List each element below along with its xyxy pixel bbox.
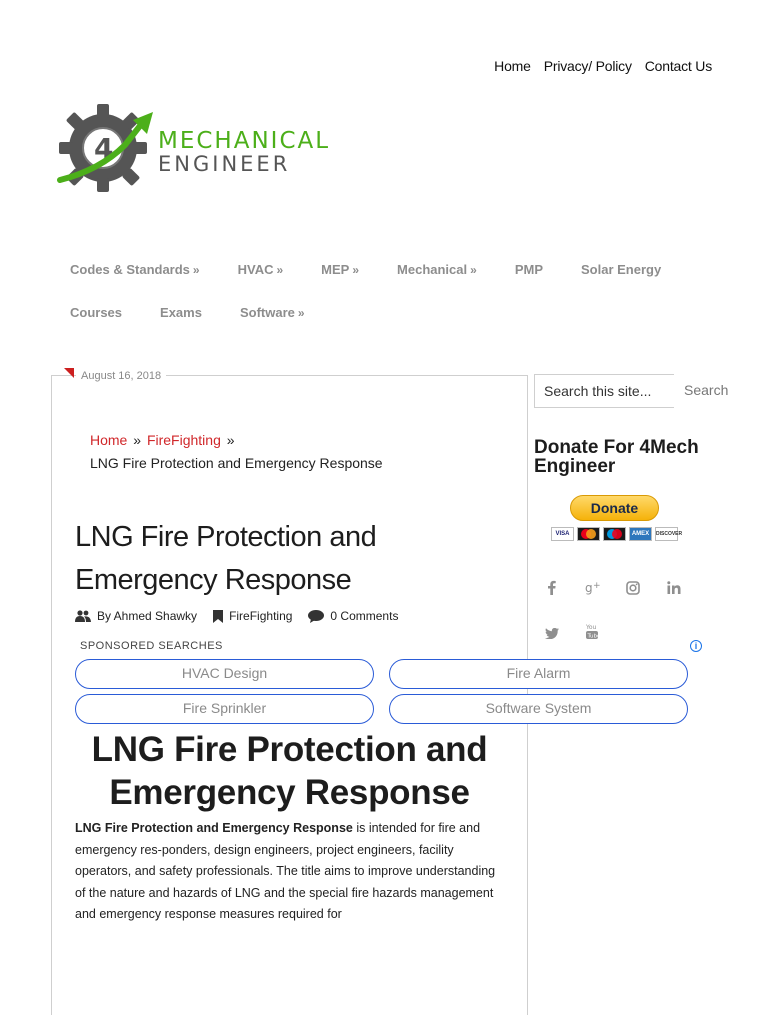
donate-heading: Donate For 4Mech Engineer (534, 437, 699, 477)
sponsored-label: SPONSORED SEARCHES (80, 640, 223, 652)
twitter-icon[interactable] (545, 626, 559, 642)
logo-line2: ENGINEER (158, 152, 291, 176)
linkedin-icon[interactable] (667, 581, 681, 597)
post-comments[interactable]: 0 Comments (330, 609, 399, 623)
svg-text:You: You (585, 624, 597, 631)
search-button[interactable]: Search (684, 382, 729, 398)
menu-row-1: Codes & Standards» HVAC» MEP» Mechanical… (70, 248, 710, 291)
post-title: LNG Fire Protection and Emergency Respon… (75, 521, 377, 596)
google-plus-icon[interactable]: g+ (585, 580, 601, 598)
breadcrumb-separator: » (226, 432, 235, 448)
post-category[interactable]: FireFighting (229, 609, 293, 623)
breadcrumb-home[interactable]: Home (90, 432, 128, 448)
instagram-icon[interactable] (626, 581, 640, 598)
logo-wordmark: MECHANICAL ENGINEER (158, 130, 330, 175)
breadcrumb-current: LNG Fire Protection and Emergency Respon… (90, 455, 383, 471)
amex-icon: AMEX (629, 527, 652, 541)
ad-pill-hvac-design[interactable]: HVAC Design (75, 659, 374, 689)
breadcrumb: Home » FireFighting » LNG Fire Protectio… (90, 429, 420, 475)
article-body-text: is intended for fire and emergency res-p… (75, 821, 496, 922)
menu-item-hvac[interactable]: HVAC» (237, 262, 284, 277)
chevron-right-icon: » (470, 263, 477, 277)
site-logo[interactable]: 4 MECHANICAL ENGINEER (55, 100, 375, 198)
menu-row-2: Courses Exams Software» (70, 291, 710, 334)
svg-text:Tube: Tube (587, 633, 600, 639)
payment-cards: VISA AMEX DISCOVER (551, 527, 682, 541)
bookmark-icon (213, 609, 224, 623)
menu-item-mechanical[interactable]: Mechanical» (397, 262, 477, 277)
svg-text:g: g (585, 581, 593, 595)
ad-pill-fire-alarm[interactable]: Fire Alarm (389, 659, 688, 689)
chevron-right-icon: » (352, 263, 360, 277)
comment-icon (308, 609, 325, 623)
discover-icon: DISCOVER (655, 527, 682, 541)
chevron-right-icon: » (297, 306, 305, 320)
menu-item-courses[interactable]: Courses (70, 305, 123, 320)
svg-text:+: + (593, 581, 601, 591)
maestro-icon (603, 527, 626, 541)
search-input[interactable]: Search this site... (534, 374, 674, 408)
breadcrumb-separator: » (133, 432, 142, 448)
post-meta: By Ahmed Shawky FireFighting 0 Comments (75, 609, 398, 623)
mastercard-icon (577, 527, 600, 541)
chevron-right-icon: » (276, 263, 284, 277)
facebook-icon[interactable] (547, 580, 556, 598)
post-author[interactable]: By Ahmed Shawky (97, 609, 198, 623)
content-title: LNG Fire Protection and Emergency Respon… (91, 730, 488, 812)
post-date: August 16, 2018 (76, 370, 167, 382)
top-nav: Home Privacy/ Policy Contact Us (494, 58, 712, 74)
ad-pill-software-system[interactable]: Software System (389, 694, 688, 724)
gear-logo-icon: 4 (57, 104, 153, 192)
top-nav-contact-us[interactable]: Contact Us (644, 58, 712, 74)
menu-item-codes-standards[interactable]: Codes & Standards» (70, 262, 200, 277)
top-nav-home[interactable]: Home (494, 58, 531, 74)
visa-icon: VISA (551, 527, 574, 541)
users-icon (75, 610, 91, 622)
menu-item-mep[interactable]: MEP» (321, 262, 360, 277)
breadcrumb-category[interactable]: FireFighting (146, 432, 221, 448)
article-body: LNG Fire Protection and Emergency Respon… (75, 818, 505, 926)
chevron-right-icon: » (192, 263, 200, 277)
top-nav-privacy-policy[interactable]: Privacy/ Policy (543, 58, 632, 74)
ad-pill-fire-sprinkler[interactable]: Fire Sprinkler (75, 694, 374, 724)
ad-info-icon[interactable]: i (690, 640, 702, 652)
main-menu: Codes & Standards» HVAC» MEP» Mechanical… (70, 248, 710, 334)
menu-item-exams[interactable]: Exams (160, 305, 202, 320)
menu-item-software[interactable]: Software» (239, 305, 305, 320)
donate-button[interactable]: Donate (570, 495, 659, 521)
article-body-bold: LNG Fire Protection and Emergency Respon… (75, 821, 353, 835)
logo-line1: MECHANICAL (158, 128, 331, 154)
corner-ribbon (64, 368, 74, 378)
menu-item-pmp[interactable]: PMP (514, 262, 543, 277)
menu-item-solar-energy[interactable]: Solar Energy (580, 262, 662, 277)
